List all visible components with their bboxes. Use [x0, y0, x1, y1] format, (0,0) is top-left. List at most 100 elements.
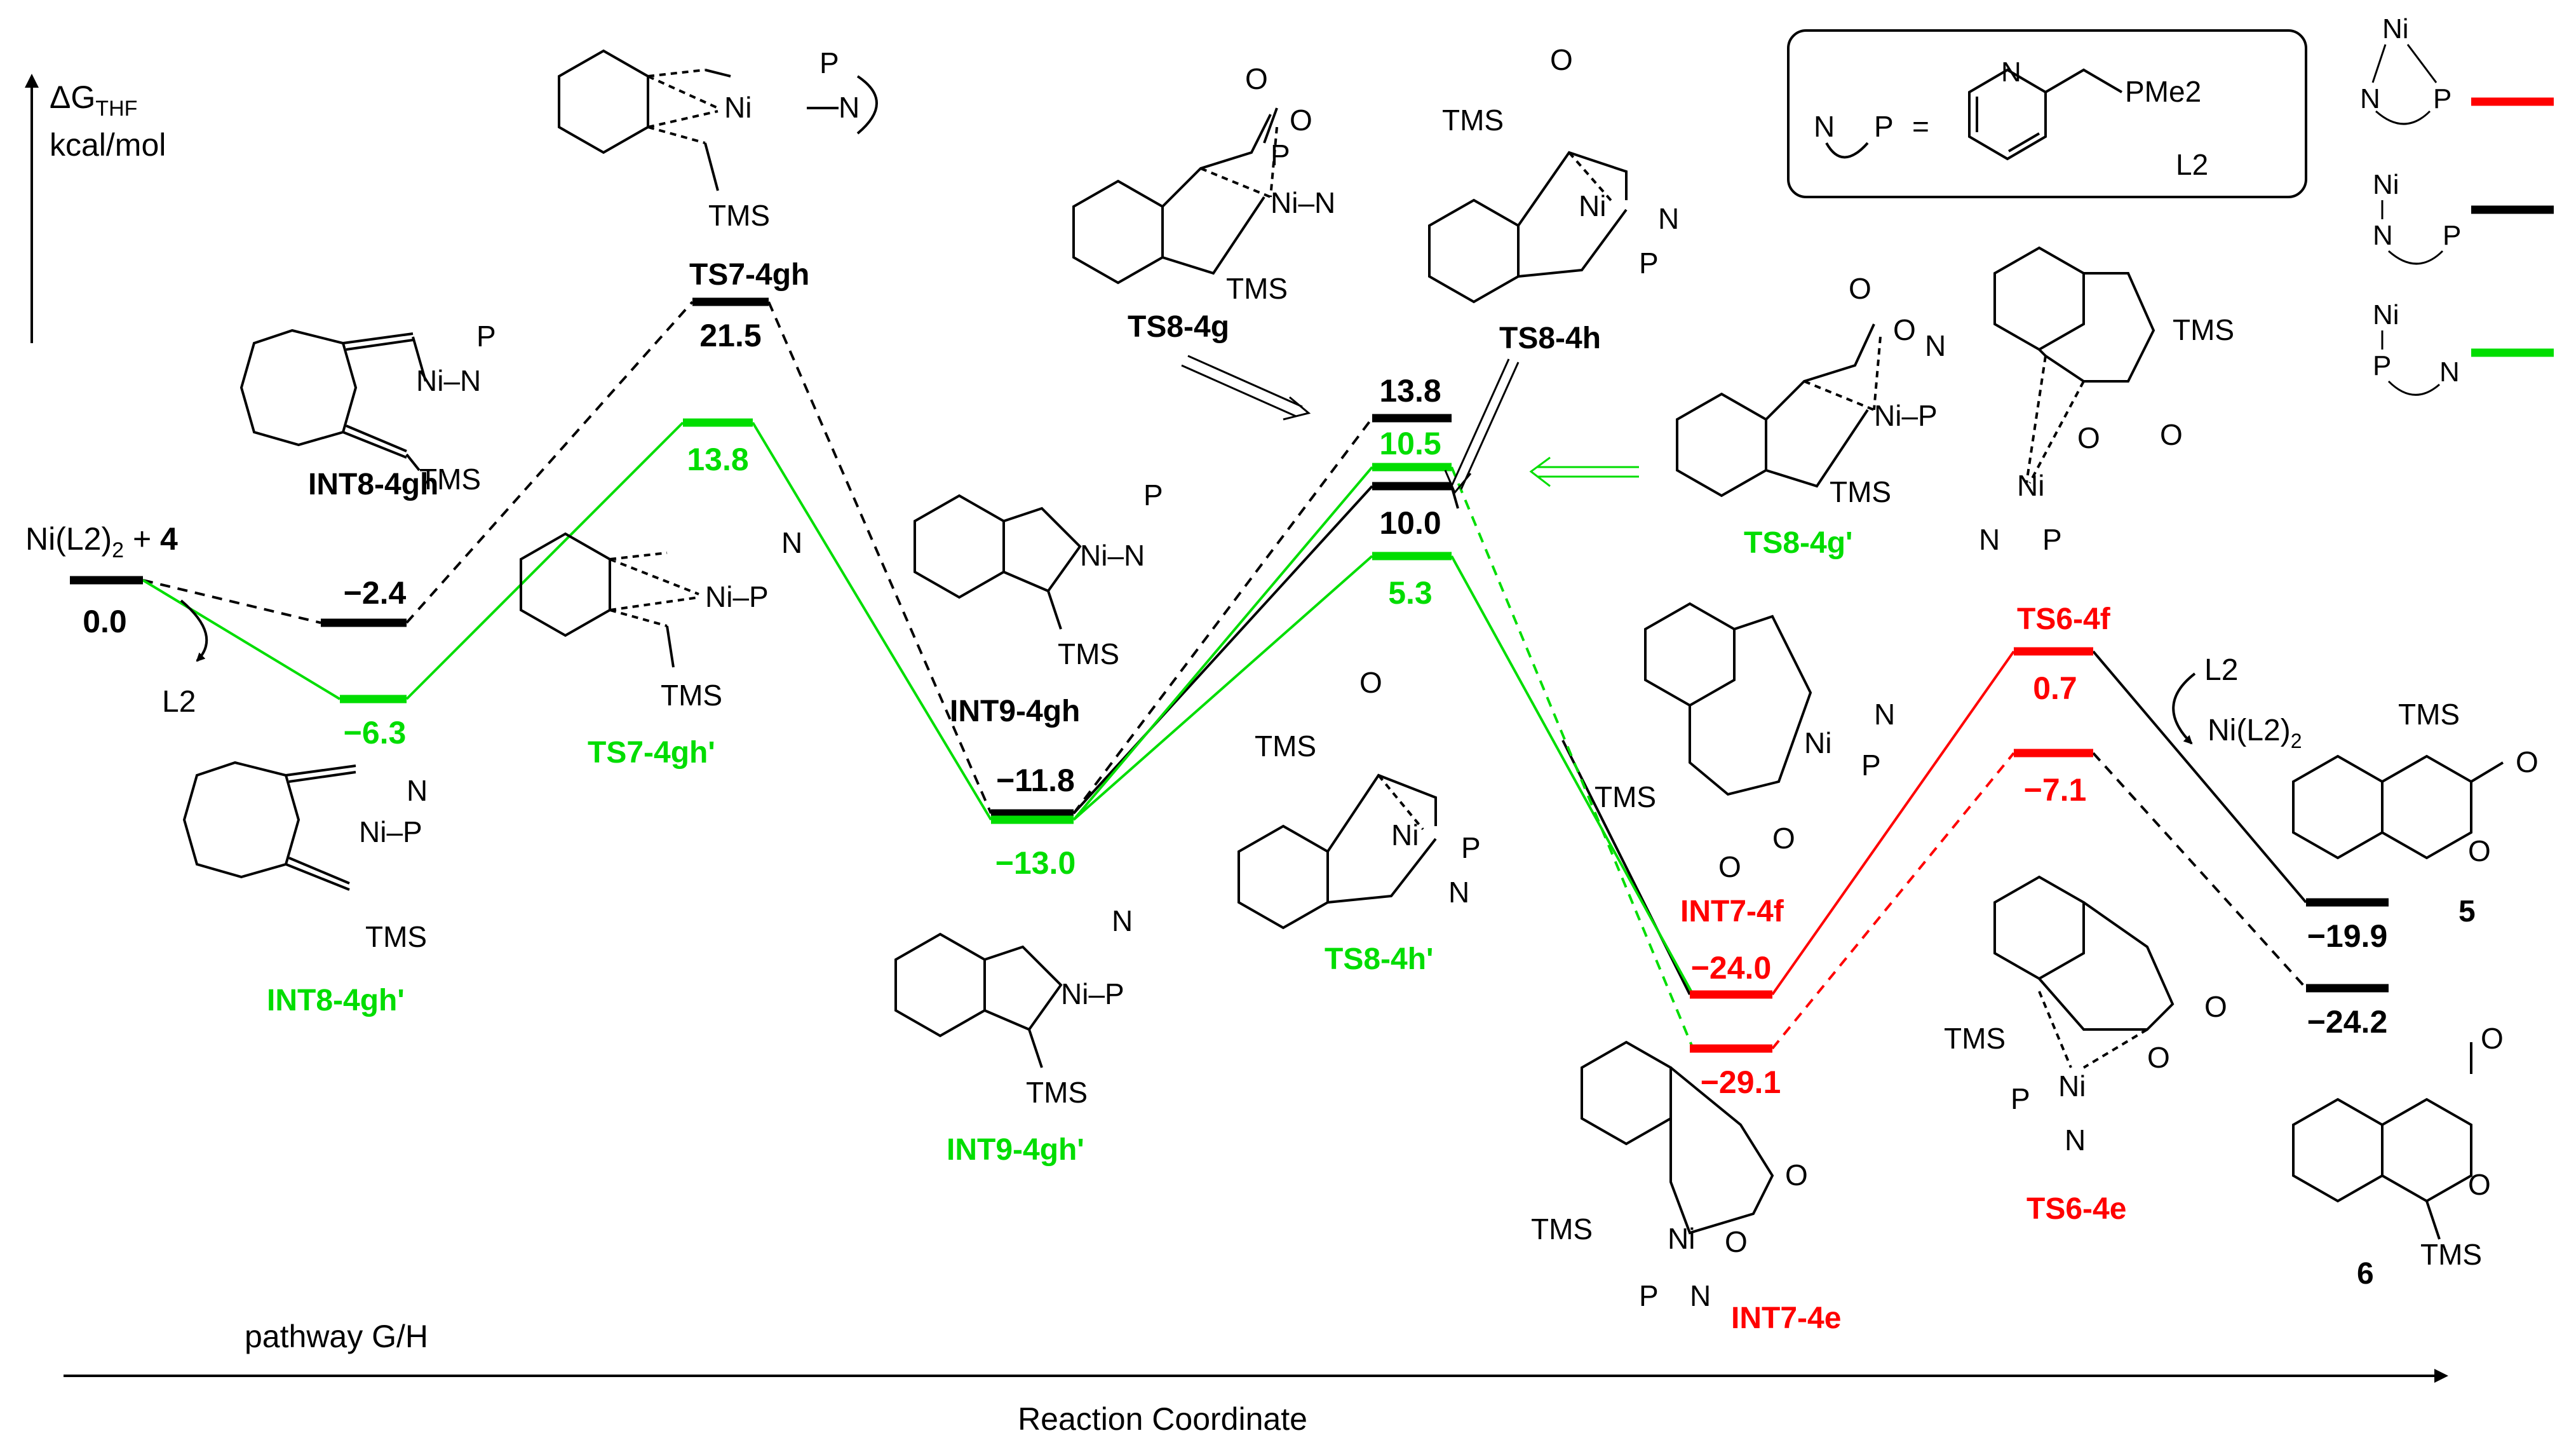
svg-text:Ni: Ni	[2058, 1070, 2086, 1103]
svg-text:O: O	[2516, 745, 2539, 778]
svg-text:O: O	[2468, 834, 2491, 867]
value-ts7-black: 21.5	[699, 318, 761, 353]
svg-text:O: O	[1718, 850, 1741, 883]
l2-add-annotation: L2 Ni(L2)2	[2172, 653, 2302, 752]
structure-int8-4gh	[239, 329, 427, 472]
svg-text:N: N	[1925, 329, 1946, 362]
svg-text:N: N	[1814, 110, 1835, 143]
svg-text:Ni: Ni	[1579, 189, 1606, 222]
svg-text:Ni–N: Ni–N	[416, 364, 481, 397]
black-pathway	[142, 301, 2307, 995]
svg-text:TMS: TMS	[1442, 104, 1504, 137]
value-ts8g-green: 10.5	[1379, 426, 1441, 461]
black-path-seg	[767, 301, 992, 814]
structure-top-right-complex	[1993, 246, 2155, 484]
svg-text:Ni: Ni	[2373, 299, 2399, 330]
green-path-seg	[142, 579, 341, 700]
structure-product-6	[2292, 1042, 2472, 1240]
svg-text:P: P	[1639, 247, 1659, 280]
svg-text:N: N	[2439, 357, 2460, 388]
green-path-seg	[1450, 555, 1694, 995]
green-path-seg	[405, 421, 684, 700]
svg-text:O: O	[1290, 104, 1312, 137]
label-start: Ni(L2)2 + 4	[25, 521, 178, 562]
legend-item-green: Ni P N	[2373, 299, 2554, 396]
svg-text:Ni–P: Ni–P	[1061, 977, 1124, 1010]
svg-text:P: P	[1143, 479, 1163, 512]
svg-text:P: P	[1461, 831, 1481, 864]
black-path-seg	[1072, 485, 1373, 815]
svg-text:Ni–P: Ni–P	[705, 580, 769, 613]
svg-text:ΔGTHF: ΔGTHF	[50, 79, 137, 121]
legend-item-black: Ni N P	[2373, 169, 2554, 265]
label-ts8g-green: TS8-4g'	[1744, 526, 1852, 560]
svg-text:Ni: Ni	[1804, 726, 1831, 759]
svg-text:L2: L2	[2176, 148, 2208, 181]
svg-text:TMS: TMS	[2420, 1238, 2482, 1271]
legend-item-red: Ni N P	[2360, 13, 2554, 125]
black-path-seg	[2092, 752, 2307, 989]
svg-text:N: N	[839, 91, 860, 124]
label-ts7-black: TS7-4gh	[689, 258, 809, 292]
svg-text:P: P	[1639, 1279, 1659, 1312]
svg-text:TMS: TMS	[1944, 1022, 2006, 1055]
svg-text:TMS: TMS	[1531, 1212, 1593, 1246]
structure-int9-4gh	[914, 494, 1082, 630]
svg-text:TMS: TMS	[419, 463, 481, 496]
svg-text:P: P	[2042, 523, 2062, 556]
value-ts7-green: 13.8	[687, 442, 748, 477]
value-int9-black: −11.8	[996, 763, 1075, 798]
svg-text:Ni: Ni	[2017, 469, 2044, 502]
svg-text:Ni–P: Ni–P	[359, 815, 422, 848]
svg-text:TMS: TMS	[2173, 313, 2234, 346]
svg-text:=: =	[1912, 110, 1929, 143]
svg-text:P: P	[1271, 139, 1290, 172]
structure-ts7-4gh	[558, 49, 878, 191]
svg-text:O: O	[2147, 1041, 2170, 1074]
green-pathway	[142, 421, 1694, 1049]
level-values: 0.0 −2.4 −6.3 21.5 13.8 −11.8 −13.0 13.8…	[83, 318, 2387, 1100]
ligand-definition-box: N P = N PMe2 L2	[1787, 29, 2307, 198]
structure-ts7-4gh-prime	[520, 532, 699, 668]
value-ts6f: 0.7	[2033, 670, 2077, 706]
svg-text:TMS: TMS	[1595, 780, 1656, 813]
value-int7f: −24.0	[1691, 950, 1772, 986]
structure-int7-4e	[1581, 1040, 1774, 1235]
label-int9-black: INT9-4gh	[950, 695, 1080, 728]
svg-text:TMS: TMS	[1058, 637, 1119, 670]
value-int8-green: −6.3	[344, 715, 407, 751]
coordination-legend: Ni N P Ni N P Ni P N	[2360, 13, 2554, 396]
x-axis-label: Reaction Coordinate	[1018, 1401, 1307, 1437]
value-ts6e: −7.1	[2024, 772, 2087, 808]
red-pathway	[1771, 650, 2015, 1050]
red-path-seg	[1771, 650, 2015, 996]
svg-text:Ni: Ni	[2373, 169, 2399, 200]
structure-ts8-4g	[1072, 107, 1278, 285]
svg-text:Ni: Ni	[724, 91, 752, 124]
pathway-label: pathway G/H	[245, 1319, 428, 1354]
green-path-seg	[1450, 466, 1694, 1049]
svg-text:P: P	[2373, 350, 2391, 381]
svg-text:O: O	[2077, 421, 2100, 454]
structure-sketches: Ni N P TMS Ni–N P TMS Ni–P N TMS Ni–P N …	[182, 43, 2539, 1312]
l2-loss-annotation: L2	[162, 599, 208, 719]
svg-text:TMS: TMS	[1255, 730, 1316, 763]
label-p6: 6	[2357, 1257, 2374, 1291]
svg-text:P: P	[1861, 749, 1881, 782]
black-path-seg	[405, 301, 694, 624]
green-path-seg	[1072, 555, 1373, 821]
y-axis: ΔGTHF kcal/mol	[25, 74, 166, 343]
svg-text:N: N	[1979, 523, 2000, 556]
svg-text:TMS: TMS	[661, 679, 722, 712]
svg-text:Ni–N: Ni–N	[1271, 186, 1335, 219]
svg-text:TMS: TMS	[708, 199, 770, 232]
label-ts6f: TS6-4f	[2017, 602, 2111, 636]
label-p5: 5	[2458, 895, 2476, 928]
label-ts8h-green: TS8-4h'	[1325, 942, 1433, 976]
svg-text:O: O	[1725, 1225, 1748, 1258]
svg-text:N: N	[2360, 83, 2380, 114]
svg-text:O: O	[1785, 1158, 1808, 1192]
structure-ts8-4h	[1428, 151, 1628, 304]
svg-text:P: P	[819, 46, 839, 79]
label-int9-green: INT9-4gh'	[947, 1133, 1084, 1167]
